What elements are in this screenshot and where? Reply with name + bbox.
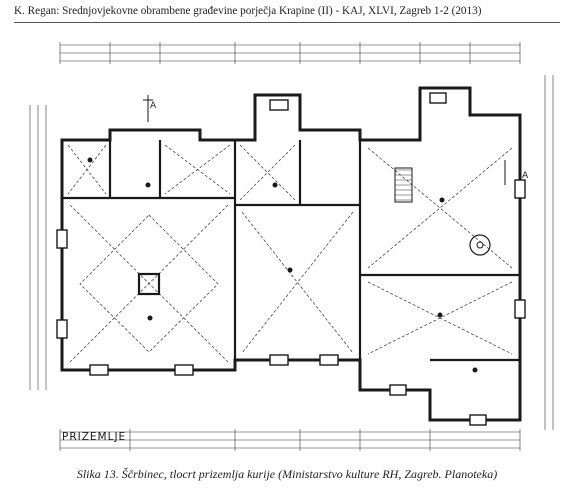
floor-label: PRIZEMLJE [62, 431, 126, 443]
figure-caption: Slika 13. Ščrbinec, tlocrt prizemlja kur… [76, 467, 498, 481]
running-header: K. Regan: Srednjovjekovne obrambene građ… [14, 5, 482, 17]
section-marker-right: A [522, 171, 529, 181]
header-rule [14, 22, 560, 23]
section-marker-left: A [150, 101, 157, 111]
